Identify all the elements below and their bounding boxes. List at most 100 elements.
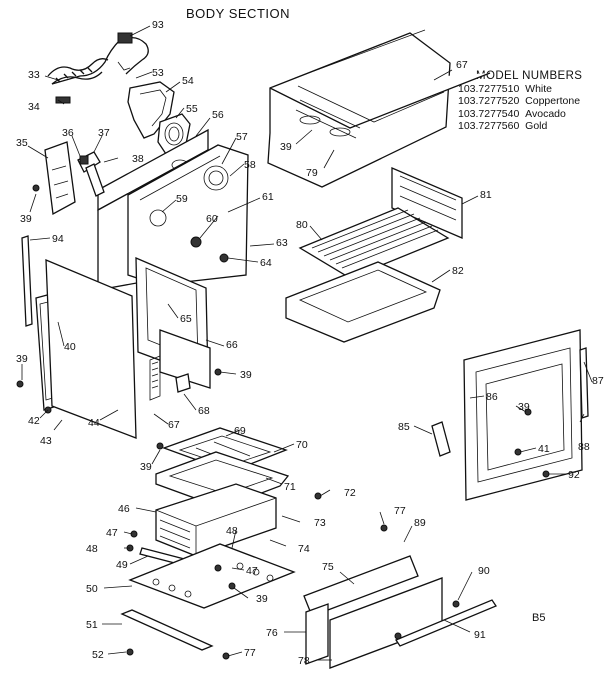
callout-label: 36 bbox=[62, 127, 74, 139]
callout-label: 79 bbox=[306, 167, 318, 179]
rack-guide bbox=[391, 167, 463, 239]
callout-label: 86 bbox=[486, 391, 498, 403]
callout-label: 39 bbox=[280, 141, 292, 153]
callout-label: 59 bbox=[176, 193, 188, 205]
callout-label: 48 bbox=[86, 543, 98, 555]
callout-label: 49 bbox=[116, 559, 128, 571]
callout-label: 65 bbox=[180, 313, 192, 325]
callout-label: 68 bbox=[198, 405, 210, 417]
callout-label: 69 bbox=[234, 425, 246, 437]
callout-label: 89 bbox=[414, 517, 426, 529]
callout-label: 53 bbox=[152, 67, 164, 79]
callout-label: 93 bbox=[152, 19, 164, 31]
callout-label: 43 bbox=[40, 435, 52, 447]
callout-label: 40 bbox=[64, 341, 76, 353]
callout-label: 39 bbox=[256, 593, 268, 605]
callout-label: 33 bbox=[28, 69, 40, 81]
callout-label: 39 bbox=[240, 369, 252, 381]
callout-label: 39 bbox=[140, 461, 152, 473]
callout-label: 44 bbox=[88, 417, 100, 429]
kick-strip bbox=[395, 599, 497, 647]
oven-back-plate bbox=[127, 144, 249, 286]
callout-label: 54 bbox=[182, 75, 194, 87]
control-bracket bbox=[77, 151, 105, 197]
model-row: 103.7277510 White bbox=[458, 82, 553, 95]
callout-label: 78 bbox=[298, 655, 310, 667]
callout-label: 72 bbox=[344, 487, 356, 499]
callout-label: 61 bbox=[262, 191, 274, 203]
lower-panel bbox=[149, 329, 211, 401]
callout-label: 58 bbox=[244, 159, 256, 171]
callout-label: 39 bbox=[16, 353, 28, 365]
door-handle bbox=[579, 347, 589, 419]
bracket-part bbox=[127, 81, 175, 139]
model-row: 103.7277520 Coppertone bbox=[458, 95, 581, 107]
callout-label: 92 bbox=[568, 469, 580, 481]
callout-label: 71 bbox=[284, 481, 296, 493]
callout-label: 82 bbox=[452, 265, 464, 277]
bottom-strip bbox=[175, 373, 191, 393]
cabinet-side-panel bbox=[45, 259, 137, 439]
callout-label: 91 bbox=[474, 629, 486, 641]
callout-label: 73 bbox=[314, 517, 326, 529]
callout-label: 94 bbox=[52, 233, 64, 245]
valve-rail bbox=[120, 609, 214, 651]
screw-fasteners bbox=[16, 184, 550, 660]
side-panel-left bbox=[44, 141, 76, 216]
callout-label: 39 bbox=[518, 401, 530, 413]
callout-label: 50 bbox=[86, 583, 98, 595]
callout-label: 38 bbox=[132, 153, 144, 165]
callout-label: 47 bbox=[106, 527, 118, 539]
callout-label: 34 bbox=[28, 101, 40, 113]
callout-labels: 93 33 53 54 34 55 56 36 37 35 38 57 58 3… bbox=[16, 19, 604, 667]
callout-label: 41 bbox=[538, 443, 550, 455]
broiler-pan bbox=[285, 261, 441, 343]
cooktop bbox=[267, 29, 491, 188]
callout-label: 46 bbox=[118, 503, 130, 515]
callout-label: 80 bbox=[296, 219, 308, 231]
page-code: B5 bbox=[532, 612, 546, 624]
callout-label: 87 bbox=[592, 375, 604, 387]
model-numbers-block: MODEL NUMBERS 103.7277510 White 103.7277… bbox=[458, 70, 582, 133]
callout-label: 66 bbox=[226, 339, 238, 351]
callout-label: 48 bbox=[226, 525, 238, 537]
callout-label: 88 bbox=[578, 441, 590, 453]
callout-label: 67 bbox=[456, 59, 468, 71]
callout-label: 75 bbox=[322, 561, 334, 573]
callout-label: 85 bbox=[398, 421, 410, 433]
callout-label: 67 bbox=[168, 419, 180, 431]
oven-rack bbox=[298, 207, 450, 279]
callout-label: 77 bbox=[394, 505, 406, 517]
door-seal bbox=[431, 421, 451, 457]
model-numbers-header: MODEL NUMBERS bbox=[476, 70, 583, 82]
callout-label: 57 bbox=[236, 131, 248, 143]
model-row: 103.7277540 Avocado bbox=[458, 107, 566, 120]
callout-label: 77 bbox=[244, 647, 256, 659]
oven-door bbox=[463, 329, 583, 501]
callout-label: 81 bbox=[480, 189, 492, 201]
callout-label: 47 bbox=[246, 565, 258, 577]
callout-label: 64 bbox=[260, 257, 272, 269]
callout-label: 76 bbox=[266, 627, 278, 639]
callout-label: 42 bbox=[28, 415, 40, 427]
callout-label: 55 bbox=[186, 103, 198, 115]
callout-label: 51 bbox=[86, 619, 98, 631]
trim-strip bbox=[21, 235, 33, 327]
diagram-title: BODY SECTION bbox=[186, 6, 291, 21]
drawer-panel bbox=[303, 555, 443, 669]
callout-label: 39 bbox=[20, 213, 32, 225]
burner-box bbox=[155, 483, 277, 557]
callout-label: 63 bbox=[276, 237, 288, 249]
callout-label: 35 bbox=[16, 137, 28, 149]
burner-base-plate bbox=[128, 543, 296, 609]
callout-label: 70 bbox=[296, 439, 308, 451]
leader-lines bbox=[21, 25, 593, 661]
callout-label: 52 bbox=[92, 649, 104, 661]
callout-label: 90 bbox=[478, 565, 490, 577]
callout-label: 56 bbox=[212, 109, 224, 121]
callout-label: 74 bbox=[298, 543, 310, 555]
callout-label: 37 bbox=[98, 127, 110, 139]
model-row: 103.7277560 Gold bbox=[458, 120, 548, 132]
callout-label: 60 bbox=[206, 213, 218, 225]
